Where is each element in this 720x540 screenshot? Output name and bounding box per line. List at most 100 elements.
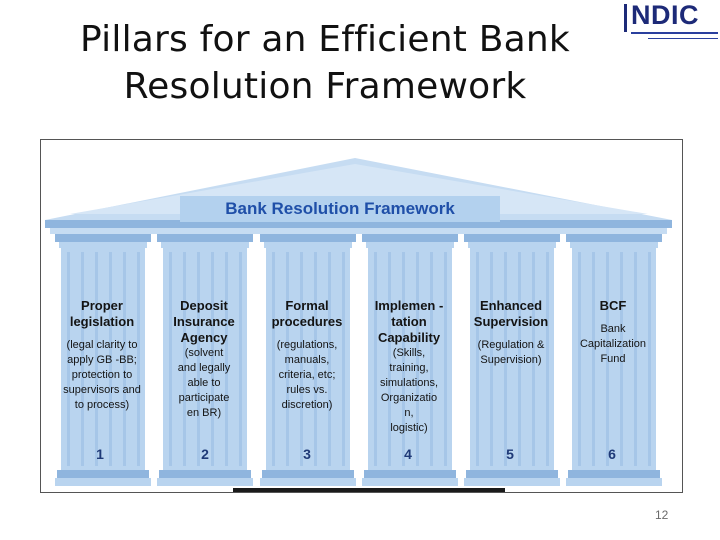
pillar-description-line: criteria, etc; xyxy=(278,369,336,381)
slide-title-line-2: Resolution Framework xyxy=(123,66,527,107)
pillar-flute xyxy=(490,252,493,466)
logo-tagline-1 xyxy=(631,32,718,34)
pillar-shaft xyxy=(61,248,145,470)
pillar-flute xyxy=(592,252,595,466)
pillar-capital xyxy=(55,234,151,242)
entablature-band xyxy=(45,220,672,228)
diagram-banner: Bank Resolution Framework xyxy=(180,196,500,222)
pillar-description-line: logistic) xyxy=(390,422,428,434)
pillar-description: (Skills,training,simulations,Organizatio… xyxy=(361,346,457,436)
page-number: 12 xyxy=(655,508,669,522)
pillar-description-line: able to xyxy=(187,377,221,389)
pillar-flute xyxy=(95,252,98,466)
pillar-number: 1 xyxy=(96,446,104,462)
pillar-flute xyxy=(314,252,317,466)
pillar-flute xyxy=(416,252,419,466)
pillar-flute xyxy=(225,252,228,466)
pillar-description-line: participate xyxy=(178,392,230,404)
pillar-description-line: supervisors and xyxy=(63,384,141,396)
pillar-description: (regulations,manuals,criteria, etc;rules… xyxy=(259,338,355,413)
pillar-flute xyxy=(183,252,186,466)
pillar-flute xyxy=(402,252,405,466)
pillar-flute xyxy=(81,252,84,466)
pillar-title-line: Agency xyxy=(180,330,228,345)
banner-label: Bank Resolution Framework xyxy=(225,199,455,218)
pillar-number: 6 xyxy=(608,446,616,462)
pillar-capital-lower xyxy=(570,242,658,248)
pillar-shaft xyxy=(368,248,452,470)
pillar-title-line: BCF xyxy=(599,298,627,313)
pillar-flute xyxy=(169,252,172,466)
pillar-flute xyxy=(137,252,140,466)
pillar-flute xyxy=(476,252,479,466)
pillar-title-line: Proper xyxy=(81,298,123,313)
pillar-capital xyxy=(157,234,253,242)
pillar-flute xyxy=(300,252,303,466)
pillar-description: (Regulation & Supervision) xyxy=(463,338,559,368)
pillar-description-line: Fund xyxy=(600,353,626,365)
pillar-flute xyxy=(211,252,214,466)
pillar-base xyxy=(364,470,456,478)
pillar-title-line: Capability xyxy=(377,330,441,345)
pillar-flute xyxy=(634,252,637,466)
pillar-flute xyxy=(578,252,581,466)
pillar-flute xyxy=(620,252,623,466)
pillar-description-line: (Regulation & xyxy=(477,339,545,351)
pillar-number: 4 xyxy=(404,446,412,462)
pillar-title-line: Supervision xyxy=(473,314,549,329)
pillar-description-line: protection to xyxy=(71,369,133,381)
pillar-flute xyxy=(197,252,200,466)
pillar-flute xyxy=(518,252,521,466)
pillar-flute xyxy=(648,252,651,466)
pillar-flute xyxy=(430,252,433,466)
pillar-description-line: training, xyxy=(389,362,429,374)
pillar-capital-lower xyxy=(264,242,352,248)
pillar-description-line: apply GB -BB; xyxy=(67,354,137,366)
pillar-base xyxy=(568,470,660,478)
temple-diagram xyxy=(45,158,672,492)
pillar-plinth xyxy=(464,478,560,486)
pillar-description-line: (Skills, xyxy=(392,347,426,359)
pillar-shaft xyxy=(266,248,350,470)
pillar-description-line: (solvent xyxy=(184,347,224,359)
pillar-description-line: (regulations, xyxy=(276,339,338,351)
pillar-description-line: to process) xyxy=(74,399,130,411)
slide-title-line-1: Pillars for an Efficient Bank xyxy=(80,19,570,60)
ndic-logo: NDIC xyxy=(622,0,720,46)
pillar-plinth xyxy=(55,478,151,486)
pillar-capital xyxy=(566,234,662,242)
pillar-base xyxy=(466,470,558,478)
pillar-title-line: legislation xyxy=(69,314,135,329)
pillar-flute xyxy=(532,252,535,466)
pillar-number: 5 xyxy=(506,446,514,462)
pillar-description-line: discretion) xyxy=(281,399,333,411)
pillar-capital-lower xyxy=(468,242,556,248)
pillar-number: 3 xyxy=(303,446,311,462)
pillar-flute xyxy=(328,252,331,466)
pillar-base xyxy=(159,470,251,478)
pillar-description-line: Capitalization xyxy=(579,338,647,350)
pillar-plinth xyxy=(157,478,253,486)
pillar-description-line: en BR) xyxy=(186,407,222,419)
pillar-number: 2 xyxy=(201,446,209,462)
pillar-flute xyxy=(286,252,289,466)
slide-title: Pillars for an Efficient Bank Resolution… xyxy=(60,16,590,110)
pillar-flute xyxy=(606,252,609,466)
pillar-title-line: procedures xyxy=(271,314,343,329)
pillar-title-line: Deposit xyxy=(180,298,228,313)
pillar-flute xyxy=(546,252,549,466)
pillar-capital xyxy=(464,234,560,242)
pillar-description-line: Supervision) xyxy=(480,354,542,366)
pillar-capital xyxy=(260,234,356,242)
pillar-capital-lower xyxy=(161,242,249,248)
pillar-base xyxy=(57,470,149,478)
